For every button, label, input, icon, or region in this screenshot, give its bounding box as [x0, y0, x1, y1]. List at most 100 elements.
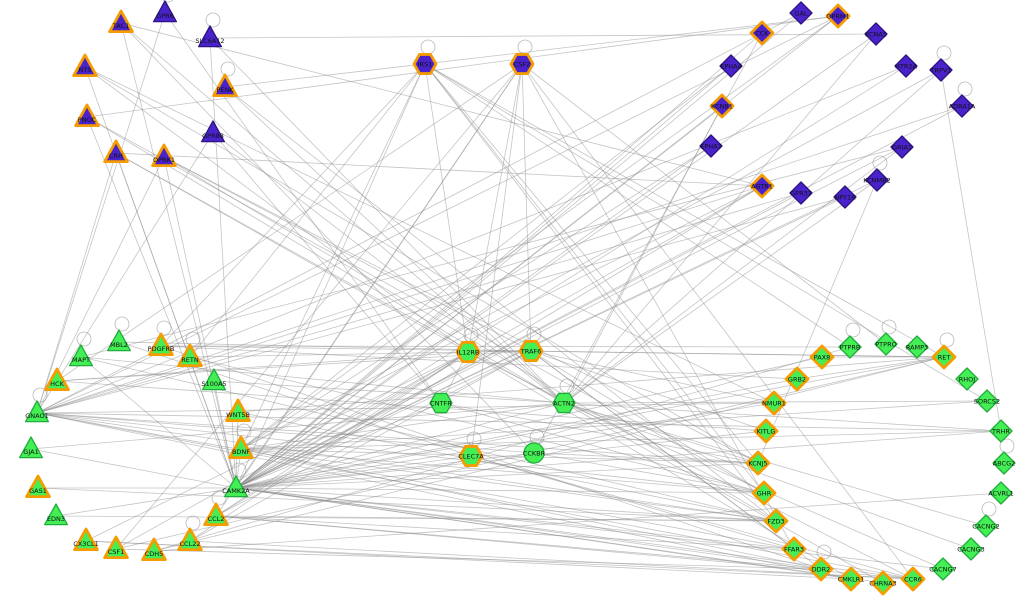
node-KITLG[interactable]: KITLG	[753, 418, 779, 444]
node-EDN3[interactable]: EDN3	[43, 503, 69, 526]
node-CCL2[interactable]: CCL2	[203, 502, 229, 527]
triangle-shape	[148, 332, 174, 357]
node-GAS1[interactable]: GAS1	[25, 474, 51, 499]
edge	[212, 132, 442, 404]
node-NTS[interactable]: NTS	[72, 53, 98, 78]
node-ACTN2[interactable]: ACTN2	[552, 392, 576, 414]
node-PDGFRB[interactable]: PDGFRB	[148, 332, 175, 357]
edge	[118, 341, 472, 457]
edge	[235, 33, 877, 489]
node-CRH[interactable]: CRH	[103, 139, 129, 164]
triangle-shape	[25, 474, 51, 499]
diamond-shape	[989, 419, 1013, 443]
edge	[563, 69, 942, 404]
triangle-shape	[44, 367, 70, 392]
triangle-shape	[74, 103, 100, 128]
triangle-shape	[228, 435, 254, 460]
node-KCNB1[interactable]: KCNB1	[709, 93, 735, 119]
node-RHOJ[interactable]: RHOJ	[955, 367, 979, 391]
node-RET[interactable]: RET	[931, 344, 957, 370]
self-loop-edge	[205, 12, 221, 28]
edge	[240, 69, 942, 450]
edge	[530, 350, 765, 494]
triangle-shape	[197, 25, 223, 48]
edge	[84, 66, 469, 353]
triangle-shape	[152, 0, 178, 23]
node-CACNG7[interactable]: CACNG7	[929, 557, 957, 581]
edge	[521, 63, 532, 352]
edge	[240, 448, 777, 522]
node-FFAR3[interactable]: FFAR3	[781, 536, 807, 562]
node-SLC6A12[interactable]: SLC6A12	[195, 25, 225, 48]
node-EPHA4[interactable]: EPHA4	[719, 54, 743, 78]
node-CACNG3[interactable]: CACNG3	[957, 537, 985, 561]
node-TRAF6[interactable]: TRAF6	[518, 340, 544, 362]
node-PNOC[interactable]: PNOC	[74, 103, 100, 128]
node-CMKLR1[interactable]: CMKLR1	[838, 566, 865, 592]
diamond-shape	[989, 481, 1013, 505]
triangle-shape	[212, 73, 238, 98]
edge	[530, 350, 775, 404]
node-PENK[interactable]: PENK	[212, 73, 238, 98]
node-S100A5[interactable]: S100A5	[201, 368, 227, 391]
node-PAX8[interactable]: PAX8	[809, 344, 835, 370]
triangle-shape	[103, 535, 129, 560]
self-loop-edge	[231, 462, 247, 478]
node-SORCS2[interactable]: SORCS2	[974, 389, 1000, 413]
node-CSF2[interactable]: CSF2	[509, 53, 535, 75]
self-loop-edge	[939, 332, 955, 348]
node-KCNA1[interactable]: KCNA1	[864, 22, 888, 46]
node-OPRM1[interactable]: OPRM1	[825, 3, 851, 29]
node-GJA1[interactable]: GJA1	[18, 436, 44, 459]
edge	[160, 345, 851, 348]
node-ACVRL1[interactable]: ACVRL1	[988, 481, 1014, 505]
node-GRIA1[interactable]: GRIA1	[890, 135, 914, 159]
node-PTPRB[interactable]: PTPRB	[838, 335, 862, 359]
diamond-shape	[745, 450, 771, 476]
node-HTR2A[interactable]: HTR2A	[894, 54, 918, 78]
node-IL12RB[interactable]: IL12RB	[455, 341, 481, 363]
edge	[240, 402, 565, 450]
diamond-shape	[950, 94, 974, 118]
node-GHR[interactable]: GHR	[751, 480, 777, 506]
edge	[189, 351, 469, 542]
node-ABCG2[interactable]: ABCG2	[992, 451, 1016, 475]
self-loop-edge	[114, 316, 130, 332]
node-GPR6[interactable]: GPR6	[152, 0, 178, 23]
node-ADRA1A[interactable]: ADRA1A	[949, 94, 976, 118]
triangle-shape	[200, 120, 226, 143]
edge	[160, 345, 798, 380]
node-TRHR[interactable]: TRHR	[989, 419, 1013, 443]
edge	[215, 351, 469, 517]
edge	[36, 412, 852, 580]
node-GAL[interactable]: GAL	[789, 1, 813, 25]
node-EPHA7[interactable]: EPHA7	[699, 134, 723, 158]
edge	[215, 515, 822, 570]
node-NPY1R[interactable]: NPY1R	[833, 185, 857, 209]
diamond-shape	[929, 58, 953, 82]
node-CCKBR[interactable]: CCKBR	[523, 442, 546, 464]
diamond-shape	[699, 134, 723, 158]
diamond-shape	[975, 389, 999, 413]
node-NMUR1[interactable]: NMUR1	[761, 390, 787, 416]
node-KCNMB2[interactable]: KCNMB2	[863, 168, 891, 192]
node-TAC1[interactable]: TAC1	[108, 9, 134, 34]
node-GRB2[interactable]: GRB2	[784, 366, 810, 392]
node-CX3CL1[interactable]: CX3CL1	[73, 527, 99, 552]
node-DDR2[interactable]: DDR2	[808, 556, 834, 582]
edge	[36, 412, 795, 550]
edge	[56, 350, 532, 382]
edge	[115, 152, 469, 353]
hexagon-shape	[455, 341, 481, 363]
edge	[120, 22, 565, 404]
node-CCL22[interactable]: CCL22	[177, 527, 203, 552]
node-CCR6[interactable]: CCR6	[900, 566, 926, 592]
edge	[530, 350, 795, 550]
edge	[235, 65, 907, 489]
edge	[940, 69, 1002, 432]
node-CACNG2[interactable]: CACNG2	[972, 514, 1000, 538]
node-PTPRO[interactable]: PTPRO	[874, 332, 898, 356]
node-GPR88[interactable]: GPR88	[200, 120, 226, 143]
node-IRS1[interactable]: IRS1	[412, 53, 438, 75]
node-GNAO1[interactable]: GNAO1	[24, 400, 50, 423]
